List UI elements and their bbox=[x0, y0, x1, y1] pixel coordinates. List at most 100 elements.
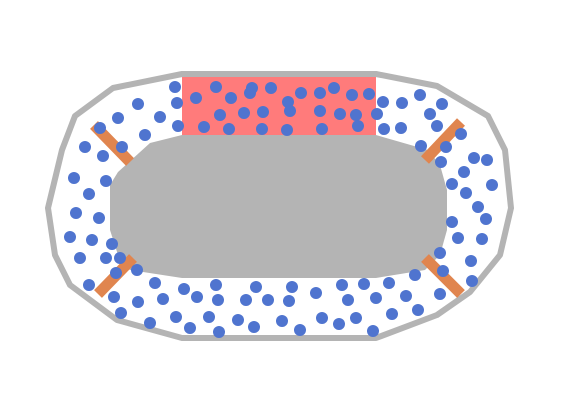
seat-dot bbox=[352, 120, 364, 132]
seat-dot bbox=[190, 92, 202, 104]
seat-dot bbox=[276, 315, 288, 327]
seat-dot bbox=[460, 187, 472, 199]
seat-dot bbox=[94, 122, 106, 134]
seat-dot bbox=[434, 247, 446, 259]
seat-dot bbox=[395, 122, 407, 134]
seat-dot bbox=[86, 234, 98, 246]
seat-dot bbox=[132, 98, 144, 110]
seat-dot bbox=[283, 295, 295, 307]
aisle-top-right bbox=[421, 118, 465, 164]
seat-dot bbox=[378, 123, 390, 135]
seat-dot bbox=[412, 304, 424, 316]
seat-dot bbox=[265, 82, 277, 94]
seat-dot bbox=[139, 129, 151, 141]
seat-dot bbox=[116, 141, 128, 153]
seat-dot bbox=[248, 321, 260, 333]
seat-dot bbox=[400, 290, 412, 302]
seat-dot bbox=[434, 288, 446, 300]
seat-dot bbox=[238, 107, 250, 119]
seat-dot bbox=[350, 312, 362, 324]
seat-dot bbox=[198, 121, 210, 133]
seat-dot bbox=[358, 278, 370, 290]
seat-dot bbox=[171, 97, 183, 109]
seat-dot bbox=[112, 112, 124, 124]
seat-dot bbox=[106, 238, 118, 250]
seat-dot bbox=[108, 291, 120, 303]
central-field bbox=[110, 135, 447, 278]
seat-dot bbox=[212, 294, 224, 306]
seat-dot bbox=[342, 294, 354, 306]
seat-dot bbox=[316, 312, 328, 324]
seat-dot bbox=[214, 109, 226, 121]
seat-dot bbox=[262, 294, 274, 306]
seat-dot bbox=[191, 291, 203, 303]
seat-dot bbox=[281, 124, 293, 136]
seat-dot bbox=[223, 123, 235, 135]
seat-dot bbox=[213, 326, 225, 338]
seat-dot bbox=[415, 140, 427, 152]
seat-dot bbox=[446, 178, 458, 190]
seat-dot bbox=[100, 175, 112, 187]
seat-dot bbox=[314, 87, 326, 99]
seat-dot bbox=[93, 212, 105, 224]
seat-dot bbox=[476, 233, 488, 245]
seat-dot bbox=[336, 279, 348, 291]
seat-dot bbox=[178, 283, 190, 295]
seat-dot bbox=[114, 252, 126, 264]
seat-dot bbox=[458, 166, 470, 178]
seat-dot bbox=[383, 277, 395, 289]
seat-dot bbox=[64, 231, 76, 243]
seat-dot bbox=[466, 275, 478, 287]
seat-dot bbox=[68, 172, 80, 184]
seat-dot bbox=[333, 318, 345, 330]
seat-dot bbox=[115, 307, 127, 319]
seat-dot bbox=[225, 92, 237, 104]
seat-dot bbox=[184, 322, 196, 334]
seat-dot bbox=[203, 311, 215, 323]
seat-dot bbox=[480, 213, 492, 225]
seat-dot bbox=[424, 108, 436, 120]
seat-dot bbox=[286, 281, 298, 293]
seat-dot bbox=[350, 109, 362, 121]
seat-dot bbox=[310, 287, 322, 299]
seat-dot bbox=[435, 156, 447, 168]
seat-dot bbox=[314, 105, 326, 117]
seat-dot bbox=[110, 267, 122, 279]
seat-dot bbox=[472, 201, 484, 213]
seat-dot bbox=[396, 97, 408, 109]
seat-dot bbox=[431, 120, 443, 132]
seat-dot bbox=[132, 296, 144, 308]
seat-dot bbox=[244, 87, 256, 99]
seat-dot bbox=[74, 252, 86, 264]
seat-dot bbox=[377, 96, 389, 108]
seat-dot bbox=[468, 152, 480, 164]
seat-dot bbox=[371, 108, 383, 120]
seat-dot bbox=[367, 325, 379, 337]
seat-dot bbox=[328, 82, 340, 94]
seat-dots bbox=[64, 81, 498, 338]
seat-dot bbox=[240, 294, 252, 306]
seat-dot bbox=[295, 87, 307, 99]
seat-dot bbox=[455, 128, 467, 140]
seat-dot bbox=[452, 232, 464, 244]
seat-dot bbox=[97, 150, 109, 162]
seat-dot bbox=[440, 141, 452, 153]
seat-dot bbox=[70, 207, 82, 219]
seat-dot bbox=[170, 311, 182, 323]
seat-dot bbox=[409, 269, 421, 281]
seat-dot bbox=[370, 292, 382, 304]
seat-dot bbox=[282, 96, 294, 108]
seat-dot bbox=[250, 281, 262, 293]
seat-dot bbox=[157, 293, 169, 305]
seat-dot bbox=[446, 216, 458, 228]
seat-dot bbox=[83, 188, 95, 200]
seat-dot bbox=[154, 111, 166, 123]
seat-dot bbox=[131, 264, 143, 276]
seat-dot bbox=[257, 106, 269, 118]
seat-dot bbox=[414, 89, 426, 101]
seat-dot bbox=[172, 120, 184, 132]
seat-dot bbox=[144, 317, 156, 329]
seat-dot bbox=[210, 279, 222, 291]
